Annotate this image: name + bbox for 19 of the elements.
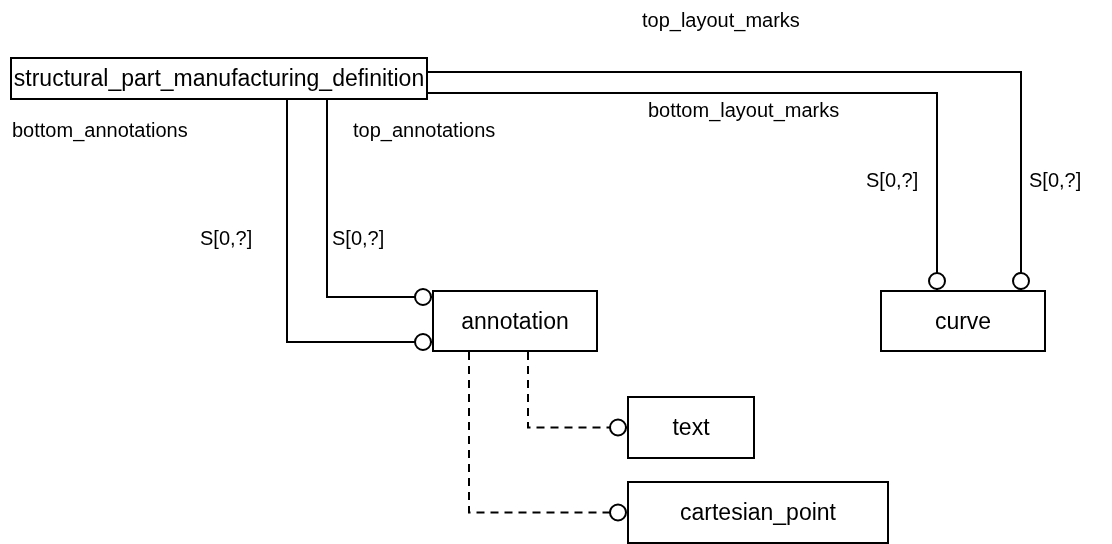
dashed-connector	[527, 351, 628, 437]
cardinality-label: S[0,?]	[332, 226, 385, 250]
cardinality-label: S[0,?]	[866, 168, 919, 192]
entity-box: annotation	[432, 290, 598, 352]
cardinality-label: S[0,?]	[1029, 168, 1082, 192]
edge-label: bottom_annotations	[12, 118, 188, 142]
edge-label: top_annotations	[353, 118, 496, 142]
connector	[427, 92, 946, 291]
dashed-connector	[468, 351, 628, 522]
entity-box: structural_part_manufacturing_definition	[10, 57, 428, 100]
entity-box: cartesian_point	[627, 481, 889, 544]
connector	[427, 71, 1030, 291]
entity-box: text	[627, 396, 755, 459]
entity-box: curve	[880, 290, 1046, 352]
edge-label: top_layout_marks	[642, 8, 800, 32]
cardinality-label: S[0,?]	[200, 226, 253, 250]
connector	[326, 99, 433, 306]
edge-label: bottom_layout_marks	[648, 98, 840, 122]
connector	[286, 99, 433, 351]
